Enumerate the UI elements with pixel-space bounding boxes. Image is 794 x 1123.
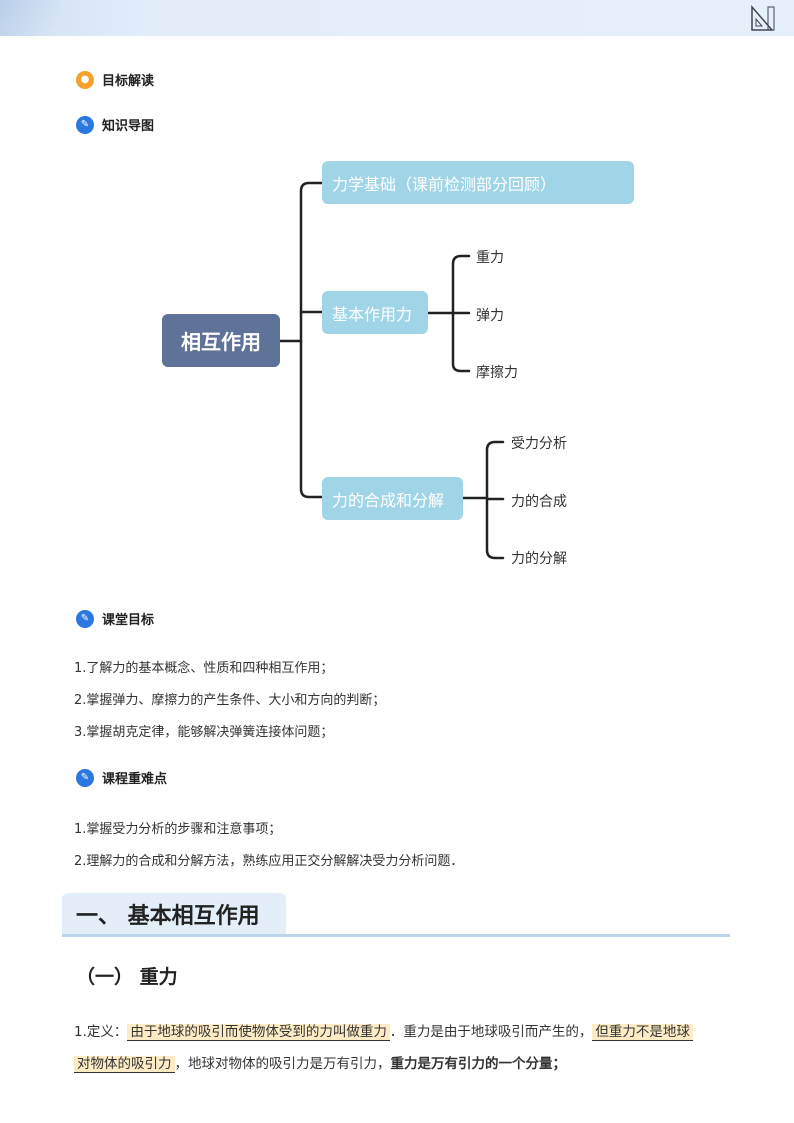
chapter-title: 一、 基本相互作用 bbox=[62, 893, 286, 935]
text: ．重力是由于地球吸引而产生的， bbox=[389, 1024, 593, 1040]
bold-text: 重力是万有引力的一个分量； bbox=[390, 1056, 567, 1072]
pencil-icon: ✎ bbox=[76, 609, 94, 628]
header-corner-decoration bbox=[0, 0, 60, 36]
header-band bbox=[0, 0, 794, 36]
mindmap-connectors bbox=[278, 181, 505, 560]
mindmap-leaf: 弹力 bbox=[476, 308, 504, 324]
heading-mind-map: ✎ 知识导图 bbox=[76, 115, 154, 134]
mindmap-leaf: 重力 bbox=[476, 250, 504, 266]
goal-item: 1.了解力的基本概念、性质和四种相互作用； bbox=[74, 661, 334, 676]
definition-line-2: 对物体的吸引力，地球对物体的吸引力是万有引力，重力是万有引力的一个分量； bbox=[74, 1052, 567, 1073]
mindmap-leaf: 力的合成 bbox=[511, 494, 567, 510]
definition-line-1: 1.定义：由于地球的吸引而使物体受到的力叫做重力．重力是由于地球吸引而产生的，但… bbox=[74, 1020, 693, 1041]
heading-text: 课堂目标 bbox=[102, 613, 155, 628]
heading-text: 课程重难点 bbox=[102, 772, 168, 787]
heading-text: 知识导图 bbox=[102, 119, 155, 134]
mindmap-root: 相互作用 bbox=[162, 314, 280, 367]
ruler-triangle-icon bbox=[751, 5, 775, 31]
mindmap-leaf: 摩擦力 bbox=[476, 365, 518, 381]
key-point-item: 1.掌握受力分析的步骤和注意事项； bbox=[74, 822, 282, 837]
heading-key-points: ✎ 课程重难点 bbox=[76, 768, 167, 787]
highlight: 但重力不是地球 bbox=[592, 1024, 693, 1041]
mindmap-leaf: 力的分解 bbox=[511, 551, 567, 567]
chapter-divider bbox=[62, 934, 730, 937]
heading-class-goals: ✎ 课堂目标 bbox=[76, 609, 154, 628]
mindmap-branch: 力学基础（课前检测部分回顾） bbox=[322, 161, 634, 204]
mindmap-leaf: 受力分析 bbox=[511, 436, 567, 452]
text: ，地球对物体的吸引力是万有引力， bbox=[174, 1056, 391, 1072]
goal-item: 3.掌握胡克定律，能够解决弹簧连接体问题； bbox=[74, 725, 334, 740]
highlight: 对物体的吸引力 bbox=[74, 1056, 175, 1073]
pencil-icon: ✎ bbox=[76, 768, 94, 787]
key-point-item: 2.理解力的合成和分解方法，熟练应用正交分解解决受力分析问题． bbox=[74, 854, 464, 869]
pencil-icon: ✎ bbox=[76, 115, 94, 134]
goal-item: 2.掌握弹力、摩擦力的产生条件、大小和方向的判断； bbox=[74, 693, 386, 708]
heading-goal-reading: ● 目标解读 bbox=[76, 70, 154, 89]
lightbulb-icon: ● bbox=[76, 70, 94, 89]
mindmap-branch: 力的合成和分解 bbox=[322, 477, 463, 520]
section-subtitle: （一） 重力 bbox=[76, 966, 178, 988]
heading-text: 目标解读 bbox=[102, 74, 155, 89]
definition-prefix: 1.定义： bbox=[74, 1024, 128, 1040]
highlight: 由于地球的吸引而使物体受到的力叫做重力 bbox=[127, 1024, 390, 1041]
mindmap-branch: 基本作用力 bbox=[322, 291, 428, 334]
